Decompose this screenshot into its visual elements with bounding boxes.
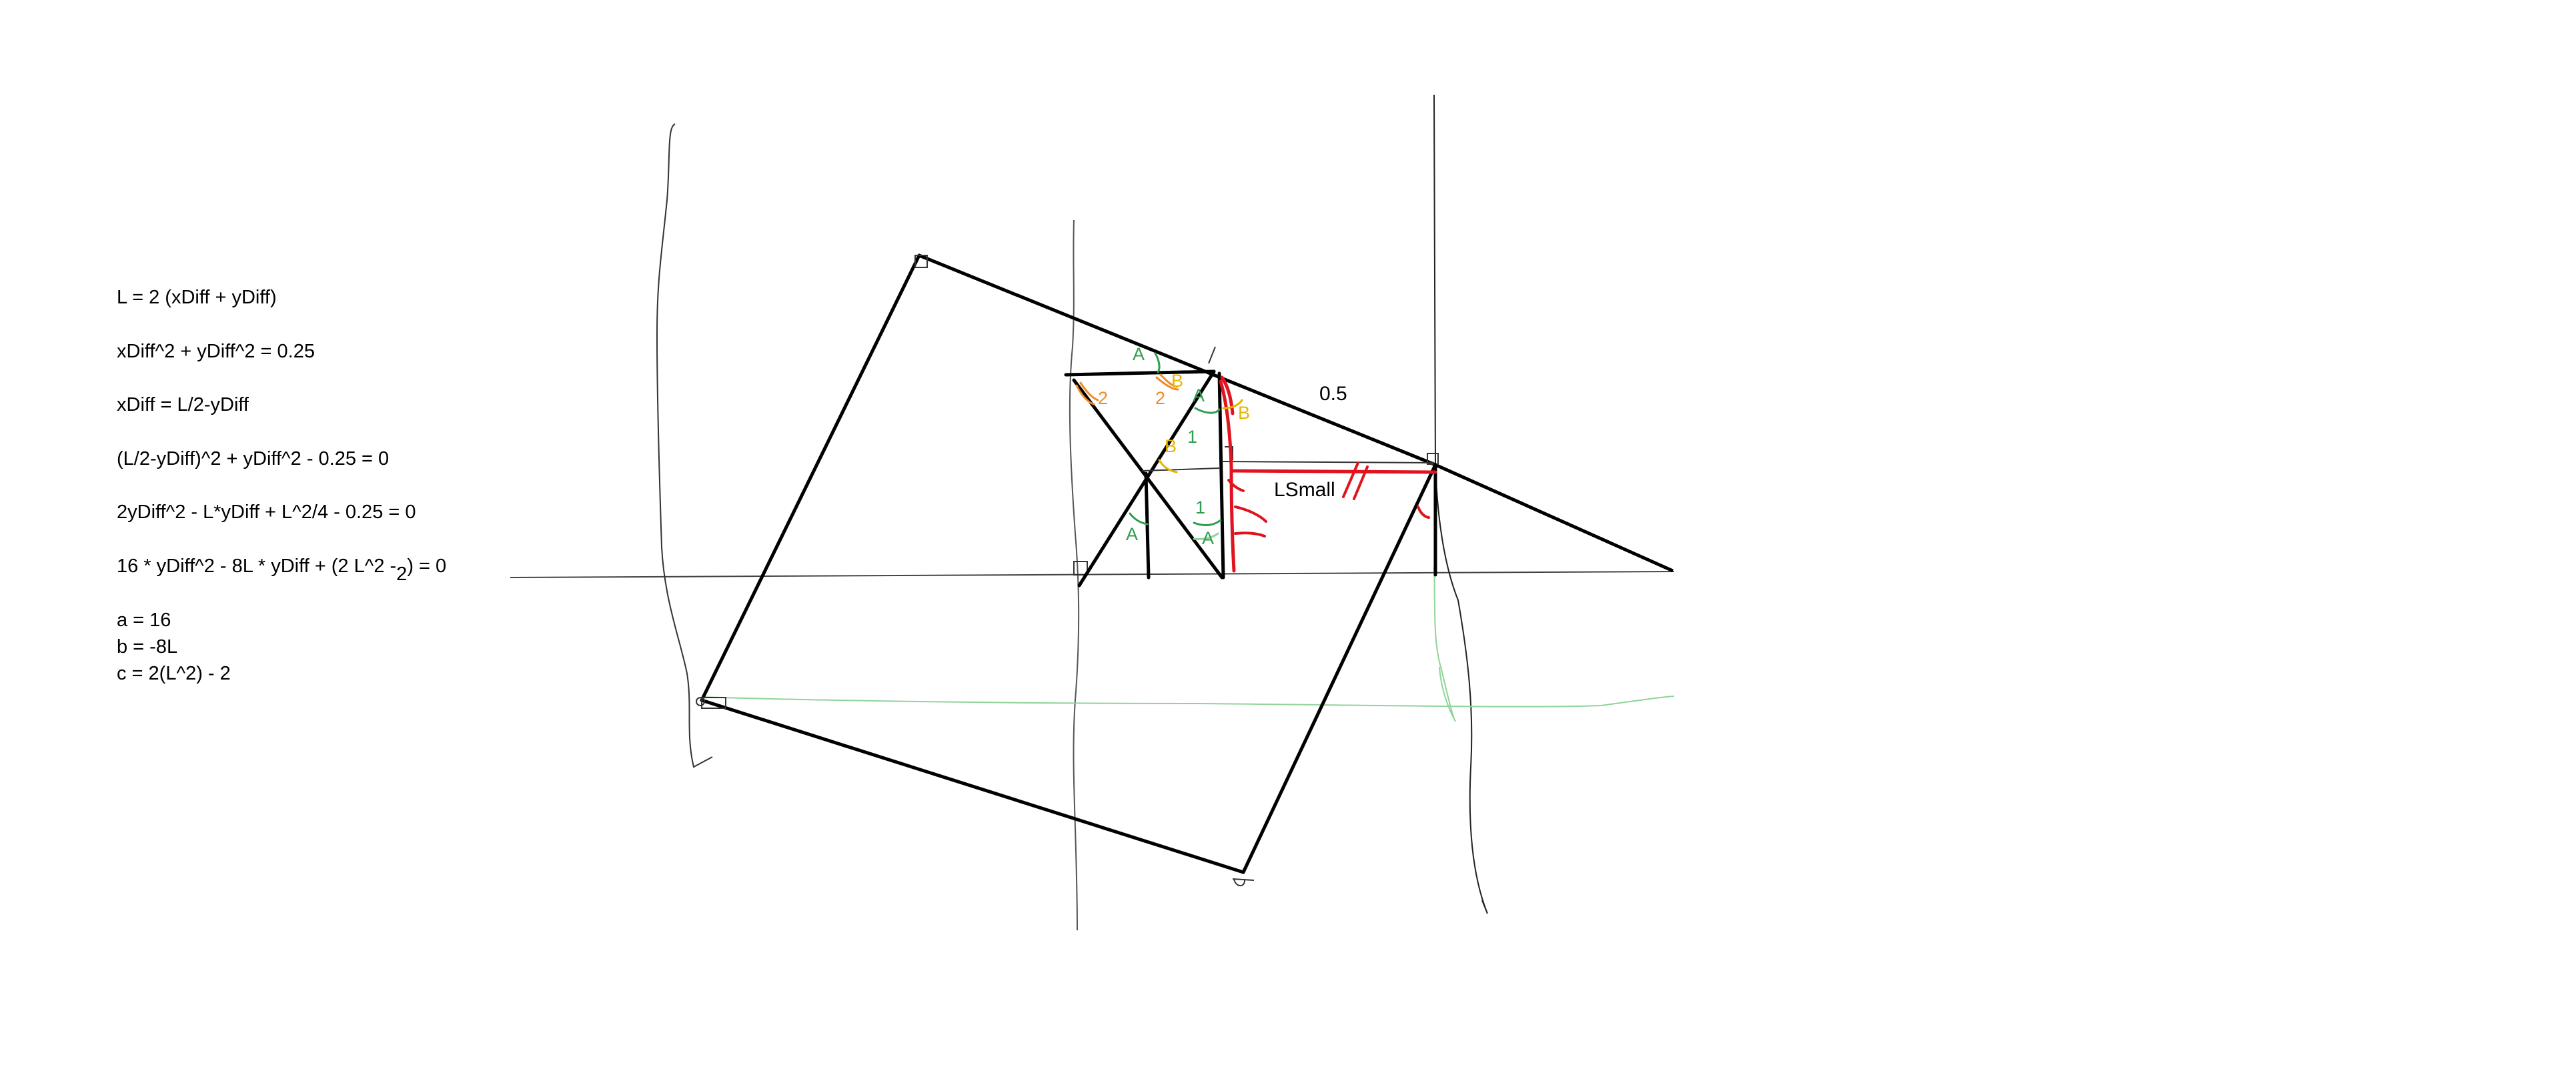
corner-mark-right [1427, 453, 1439, 465]
label-half: 0.5 [1319, 383, 1347, 405]
label-angle-a-inner: A [1193, 385, 1205, 405]
corner-mark-top [914, 255, 928, 268]
guide-right [1433, 94, 1488, 914]
label-lsmall: LSmall [1274, 479, 1335, 501]
corner-mark-left [701, 697, 726, 709]
inner-construction [1064, 369, 1437, 588]
lsmall-segment [1219, 375, 1437, 573]
equation-l-definition: L = 2 (xDiff + yDiff) [117, 287, 277, 308]
label-one-upper: 1 [1187, 427, 1197, 447]
label-angle-b-top: B [1171, 371, 1183, 391]
equation-pythagorean: xDiff^2 + yDiff^2 = 0.25 [117, 341, 315, 362]
equation-scaled-main: 16 * yDiff^2 - 8L * yDiff + (2 L^2 - [117, 556, 397, 577]
coefficient-a: a = 16 [117, 610, 171, 631]
baseline [510, 571, 1675, 578]
top-edge-extension [1434, 463, 1674, 573]
corner-dot-left [696, 697, 705, 706]
equation-scaled-close: ) = 0 [407, 556, 447, 577]
label-two-middle: 2 [1155, 388, 1165, 408]
label-angle-a-bottom: A [1202, 528, 1214, 548]
large-square [700, 253, 1437, 874]
label-angle-b-right: B [1238, 403, 1250, 423]
corner-mark-middle [1073, 561, 1088, 576]
coefficient-b: b = -8L [117, 636, 178, 658]
guide-middle [1069, 219, 1080, 931]
angle-arcs [1075, 352, 1243, 540]
equation-scaled: 16 * yDiff^2 - 8L * yDiff + (2 L^2 -2) =… [117, 556, 447, 585]
guide-left [656, 123, 713, 768]
label-angle-b-mid: B [1165, 436, 1177, 456]
coefficient-c: c = 2(L^2) - 2 [117, 663, 231, 684]
equation-substituted: (L/2-yDiff)^2 + yDiff^2 - 0.25 = 0 [117, 448, 390, 469]
label-angle-a-left: A [1126, 524, 1138, 544]
corner-mark-bottom [1232, 878, 1255, 886]
red-tick-marks [1227, 461, 1430, 538]
label-angle-a-top: A [1133, 344, 1145, 364]
green-scribble [1433, 566, 1456, 722]
label-two-left: 2 [1098, 388, 1108, 408]
inner-thin-lines [1141, 346, 1435, 471]
green-guide-line [701, 696, 1675, 708]
equation-expanded: 2yDiff^2 - L*yDiff + L^2/4 - 0.25 = 0 [117, 501, 416, 523]
label-one-lower: 1 [1195, 497, 1205, 517]
equation-xdiff-definition: xDiff = L/2-yDiff [117, 394, 249, 415]
equation-scaled-subscript: 2 [396, 564, 408, 585]
